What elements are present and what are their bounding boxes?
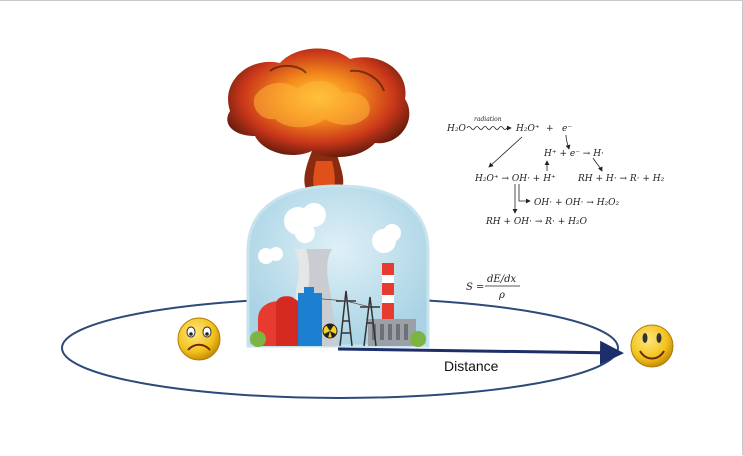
distance-arrow (337, 340, 624, 365)
stopping-power-formula: S = dE/dx ρ (466, 274, 520, 301)
explosion-cloud-icon (227, 48, 410, 189)
distance-label: Distance (444, 358, 499, 374)
eq-product-electron: e⁻ (562, 124, 572, 134)
eq-plus: + (546, 124, 554, 134)
eq-reactant-water: H₂O (446, 124, 466, 134)
eq-hydrogen-abstraction: RH + H· → R· + H₂ (577, 174, 665, 184)
nuclear-power-plant-icon (246, 184, 430, 348)
eq-ion-dissociation: H₂O⁺ → OH· + H⁺ (474, 174, 556, 184)
eq-peroxide-formation: OH· + OH· → H₂O₂ (534, 198, 620, 208)
radiation-wavy-arrow (466, 125, 512, 131)
eq-product-ion: H₂O⁺ (515, 124, 540, 134)
formula-numerator: dE/dx (487, 274, 516, 285)
eq-hydrogen-recombination: H⁺ + e⁻ → H· (543, 149, 604, 159)
formula-lhs: S = (466, 282, 484, 293)
formula-denominator: ρ (498, 290, 505, 301)
happy-face-icon (630, 324, 674, 368)
eq-hydroxyl-abstraction: RH + OH· → R· + H₂O (485, 217, 588, 227)
eq-radiation-label: radiation (474, 116, 502, 123)
reaction-equations: H₂O radiation H₂O⁺ + e⁻ H⁺ + e⁻ → H· H₂O… (446, 116, 665, 227)
sad-face-icon (177, 317, 221, 361)
